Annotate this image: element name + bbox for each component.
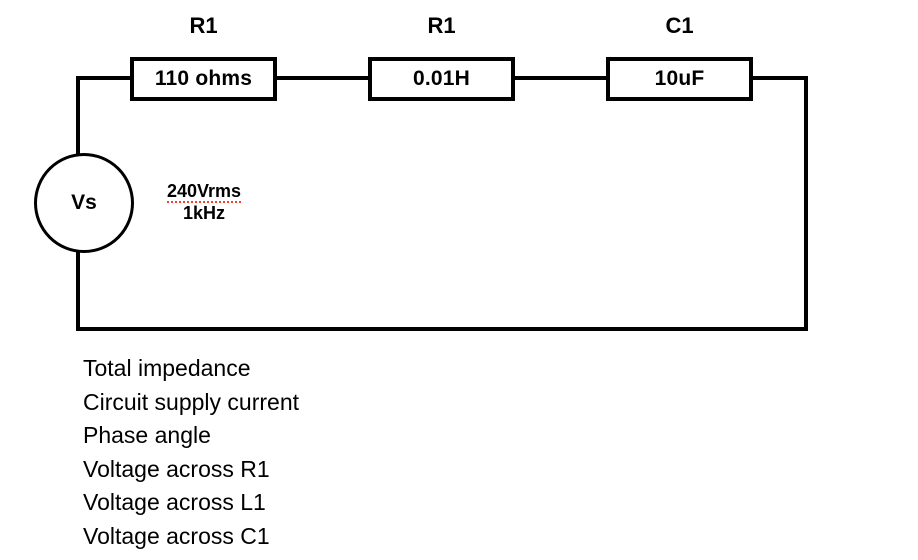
source-voltage-line: 240Vrms <box>139 180 269 203</box>
source-frequency: 1kHz <box>182 203 226 223</box>
wire-left-top <box>76 76 80 156</box>
question-voltage-r1: Voltage across R1 <box>83 455 270 482</box>
component-label-r1-resistor: R1 <box>189 13 218 38</box>
question-phase-angle: Phase angle <box>83 422 211 448</box>
wire-l1-to-c1 <box>513 76 608 80</box>
resistor-value: 110 ohms <box>154 67 253 90</box>
voltage-source-name: Vs <box>71 191 97 214</box>
wire-source-to-r1 <box>76 76 136 80</box>
capacitor-value: 10uF <box>654 67 705 90</box>
wire-left-bottom <box>76 246 80 331</box>
question-voltage-c1: Voltage across C1 <box>83 522 270 549</box>
wire-r1-to-l1 <box>275 76 370 80</box>
wire-bottom <box>76 327 808 331</box>
inductor-value: 0.01H <box>412 67 471 90</box>
wire-c1-to-corner <box>750 76 808 80</box>
component-box-inductor: 0.01H <box>368 57 515 101</box>
component-label-r1-inductor: R1 <box>427 13 456 38</box>
component-box-capacitor: 10uF <box>606 57 753 101</box>
source-voltage: 240Vrms <box>166 181 242 203</box>
voltage-source-info: 240Vrms 1kHz <box>139 180 269 224</box>
question-total-impedance: Total impedance <box>83 355 251 381</box>
voltage-source-symbol: Vs <box>34 153 134 253</box>
questions-list: Total impedance Circuit supply current P… <box>83 352 299 553</box>
component-box-resistor: 110 ohms <box>130 57 277 101</box>
question-voltage-l1: Voltage across L1 <box>83 489 266 515</box>
wire-right-side <box>804 76 808 331</box>
question-supply-current: Circuit supply current <box>83 388 300 415</box>
component-label-c1-capacitor: C1 <box>665 13 694 38</box>
